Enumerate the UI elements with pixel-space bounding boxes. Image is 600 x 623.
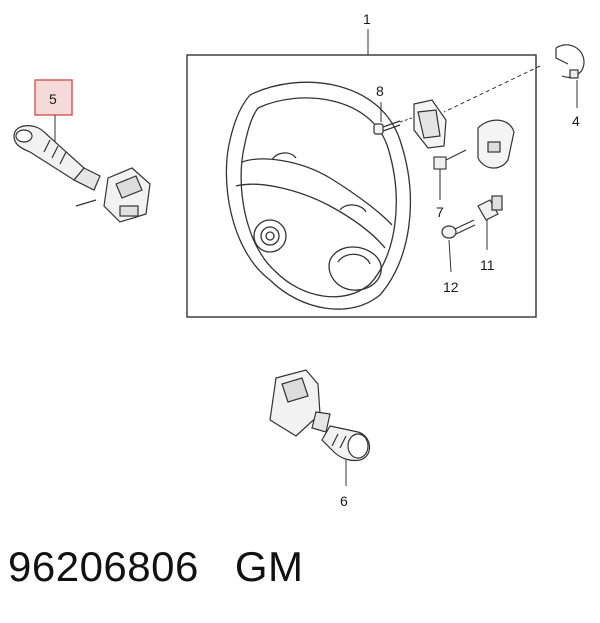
brand-label: GM (234, 543, 304, 590)
clip-4 (555, 44, 585, 79)
nut-11 (477, 195, 503, 221)
bolt-12 (441, 219, 476, 239)
clip-4-dash (443, 65, 541, 113)
horn-pad-left (413, 99, 447, 149)
horn-pad-right (477, 119, 515, 169)
screw-8-dash (399, 117, 413, 123)
stalk-switch-5 (13, 125, 151, 223)
part-number: 96206806 (8, 543, 199, 590)
screw-8 (373, 120, 401, 135)
connector-7 (433, 149, 467, 200)
callout-5-highlight (34, 79, 73, 116)
steering-wheel (225, 81, 412, 310)
callout-11: 11 (480, 257, 495, 273)
stalk-switch-6 (269, 369, 371, 462)
callout-12-leader (448, 239, 452, 273)
parts-diagram: 1 8 7 (13, 11, 585, 509)
footer: 96206806 GM (8, 543, 304, 591)
callout-4: 4 (572, 113, 580, 129)
callout-7: 7 (436, 204, 444, 220)
callout-8: 8 (376, 83, 384, 99)
callout-12: 12 (443, 279, 459, 295)
callout-1: 1 (363, 11, 371, 27)
assembly-frame (186, 54, 537, 318)
callout-6: 6 (340, 493, 348, 509)
callout-5: 5 (49, 91, 57, 107)
